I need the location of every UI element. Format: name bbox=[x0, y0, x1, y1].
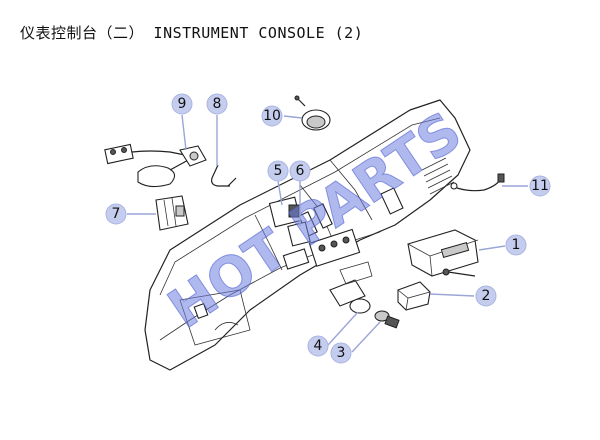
callout-circle[interactable] bbox=[267, 160, 289, 182]
part-sensor-wire bbox=[450, 173, 505, 192]
part-cigarette-lighter bbox=[329, 261, 400, 329]
part-switch-harness bbox=[104, 143, 207, 188]
callout-circle[interactable] bbox=[261, 105, 283, 127]
callout-circle[interactable] bbox=[105, 203, 127, 225]
title-english: INSTRUMENT CONSOLE (2) bbox=[153, 24, 364, 42]
callout-10[interactable]: 10 bbox=[261, 105, 283, 127]
callout-circle[interactable] bbox=[171, 93, 193, 115]
callout-7[interactable]: 7 bbox=[105, 203, 127, 225]
part-wire-connector bbox=[211, 164, 237, 187]
callout-number: 7 bbox=[112, 206, 121, 222]
callout-11[interactable]: 11 bbox=[529, 175, 551, 197]
callout-4[interactable]: 4 bbox=[307, 335, 329, 357]
callout-number: 5 bbox=[274, 163, 283, 179]
title-chinese: 仪表控制台（二） bbox=[20, 24, 145, 42]
callout-circle[interactable] bbox=[505, 234, 527, 256]
callout-2[interactable]: 2 bbox=[475, 285, 497, 307]
part-relay-box bbox=[397, 281, 431, 311]
callout-5[interactable]: 5 bbox=[267, 160, 289, 182]
part-speaker bbox=[294, 95, 331, 131]
callout-number: 9 bbox=[178, 96, 187, 112]
callout-number: 4 bbox=[314, 338, 323, 354]
dashboard-panel bbox=[144, 99, 471, 371]
callout-number: 1 bbox=[512, 237, 521, 253]
callout-6[interactable]: 6 bbox=[289, 160, 311, 182]
callout-circle[interactable] bbox=[529, 175, 551, 197]
callout-number: 11 bbox=[531, 178, 549, 194]
callout-8[interactable]: 8 bbox=[206, 93, 228, 115]
callout-number: 10 bbox=[263, 108, 281, 124]
callout-number: 2 bbox=[482, 288, 491, 304]
part-radio-unit bbox=[407, 229, 479, 277]
part-lens bbox=[155, 195, 189, 231]
callout-circle[interactable] bbox=[206, 93, 228, 115]
leader-lines bbox=[127, 114, 528, 353]
callout-circle[interactable] bbox=[289, 160, 311, 182]
callout-number: 6 bbox=[296, 163, 305, 179]
callout-1[interactable]: 1 bbox=[505, 234, 527, 256]
callout-number: 3 bbox=[337, 345, 346, 361]
callout-9[interactable]: 9 bbox=[171, 93, 193, 115]
callout-3[interactable]: 3 bbox=[330, 342, 352, 364]
callout-circle[interactable] bbox=[307, 335, 329, 357]
callout-number: 8 bbox=[213, 96, 222, 112]
part-switch-assembly bbox=[268, 196, 311, 247]
page-title: 仪表控制台（二） INSTRUMENT CONSOLE (2) bbox=[20, 22, 363, 43]
callout-circle[interactable] bbox=[475, 285, 497, 307]
callout-circle[interactable] bbox=[330, 342, 352, 364]
